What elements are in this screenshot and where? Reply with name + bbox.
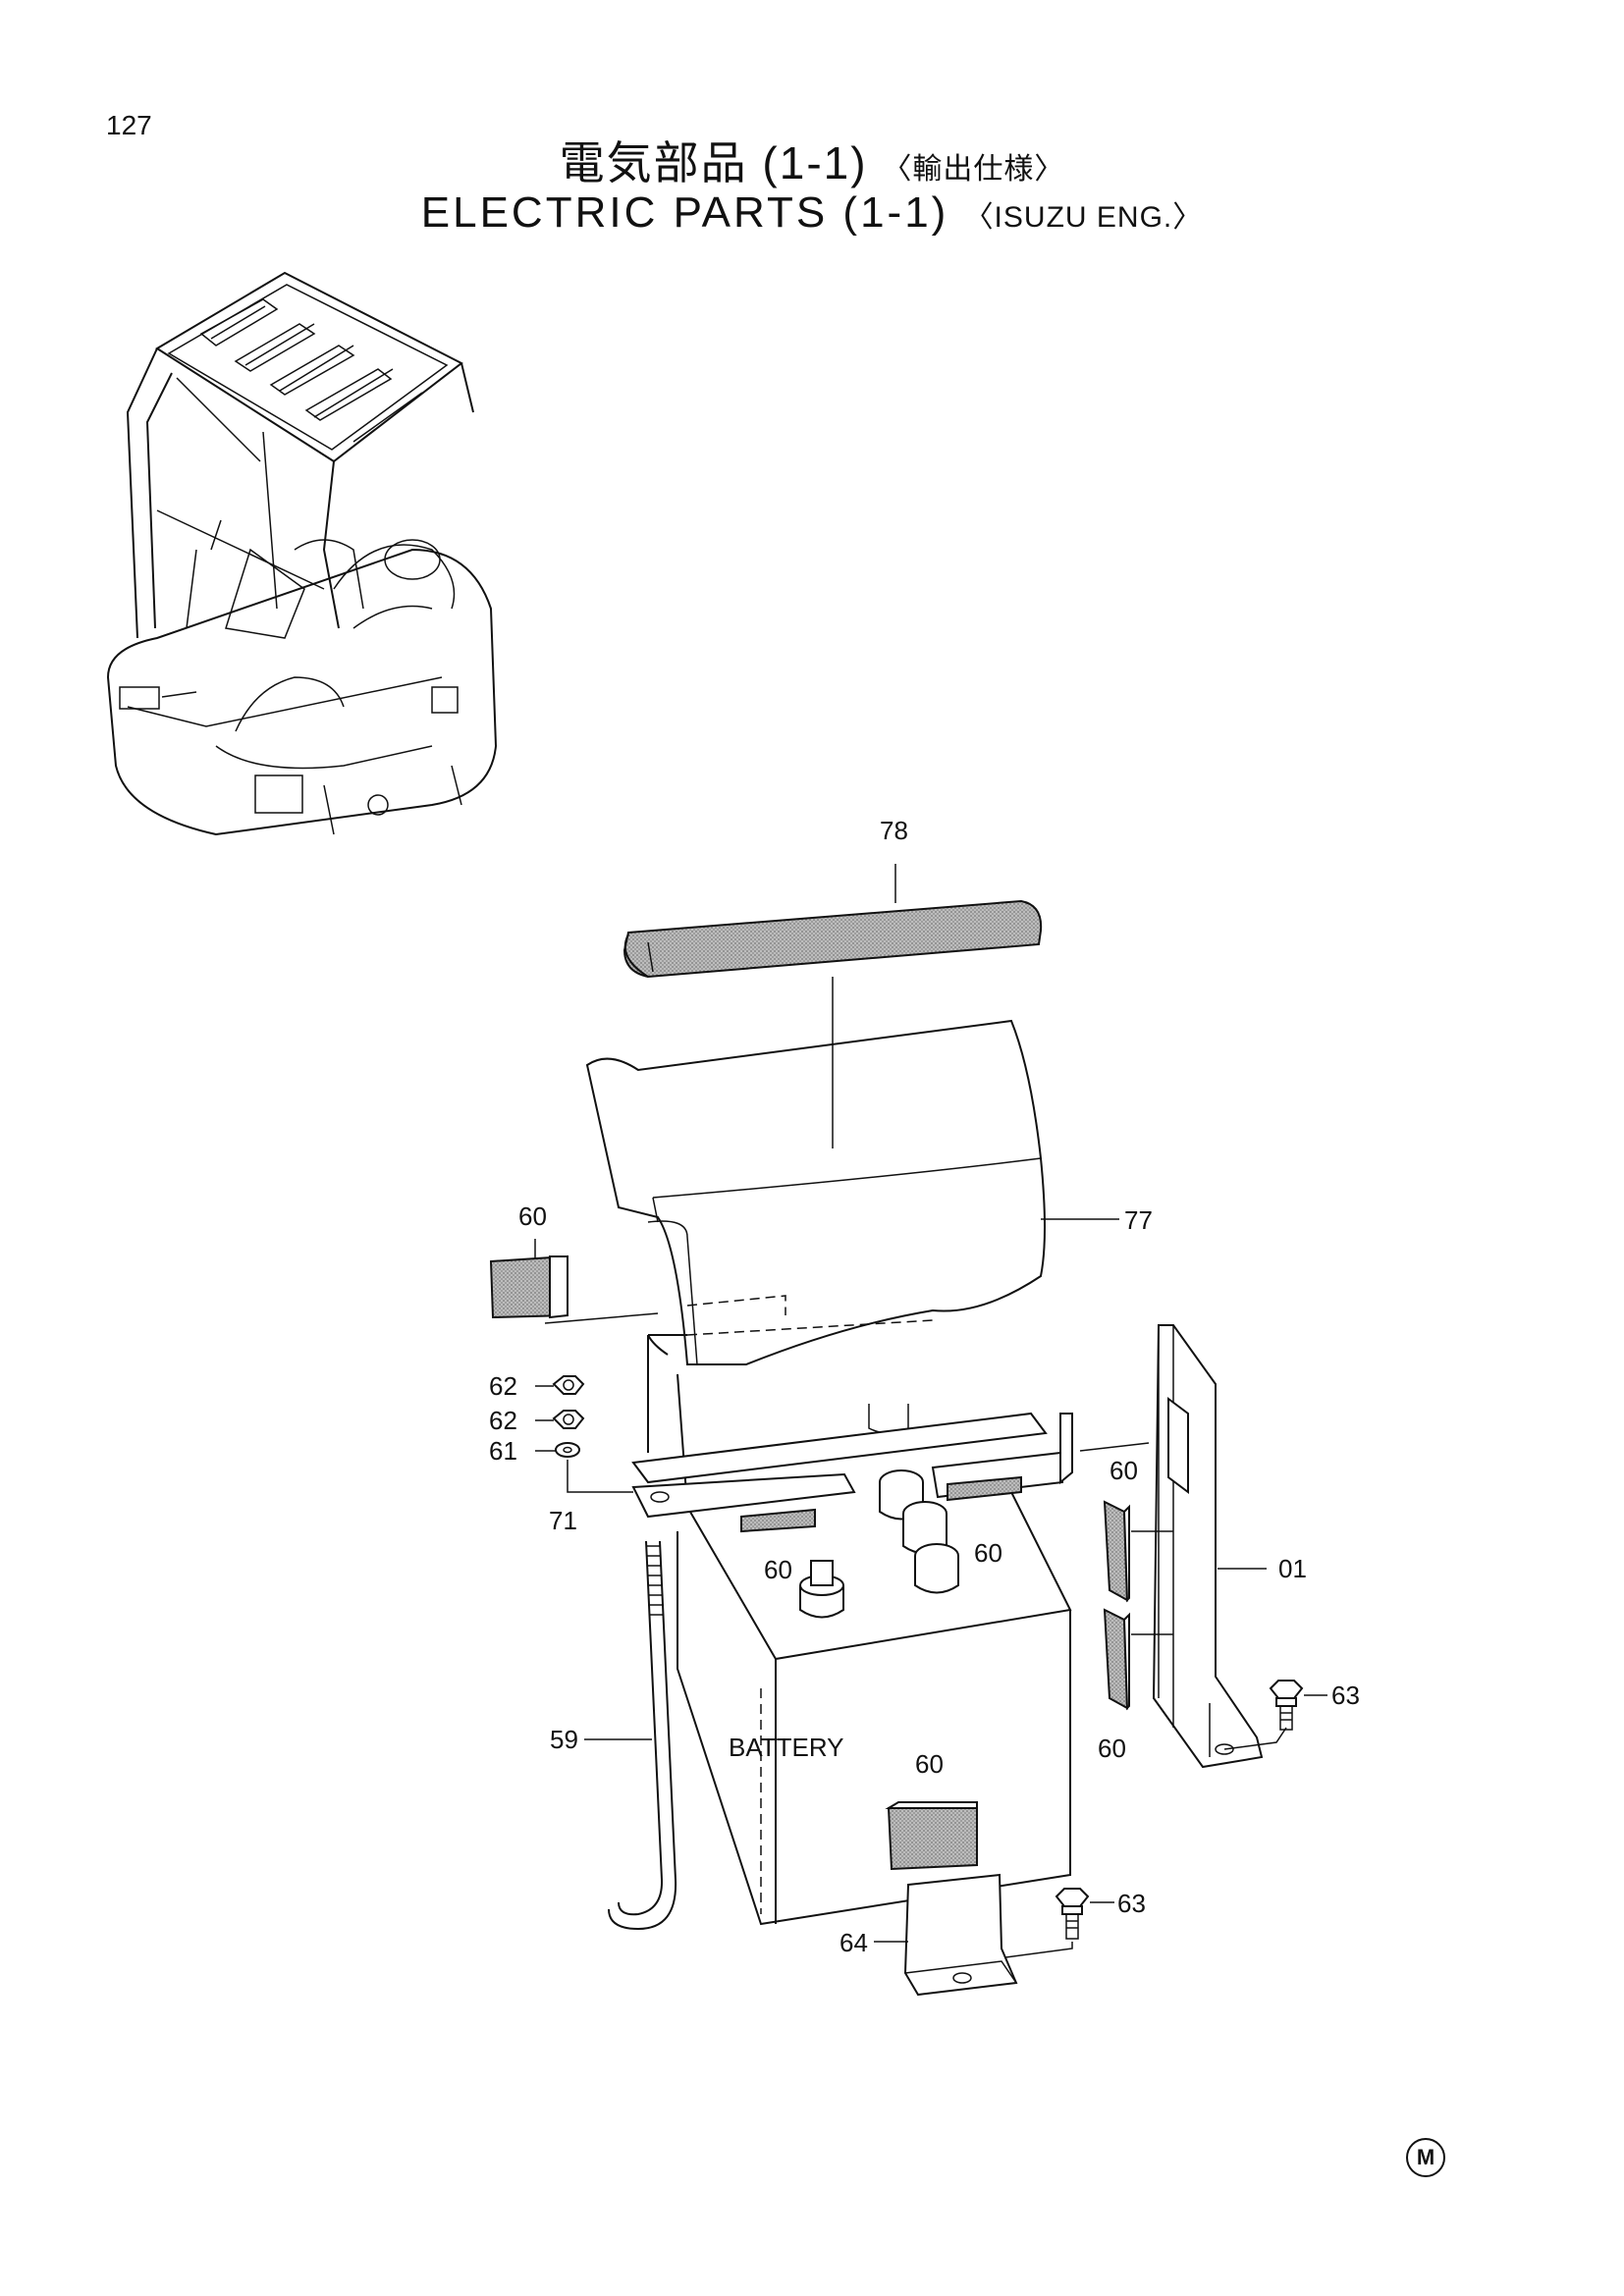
callout-60: 60 — [974, 1538, 1002, 1568]
callout-60: 60 — [518, 1201, 547, 1231]
battery-unit — [647, 1334, 1072, 1926]
callout-77: 77 — [1124, 1205, 1153, 1235]
callout-64: 64 — [839, 1928, 868, 1957]
manufacturer-mark: M — [1406, 2138, 1445, 2177]
part-63-bolt-lower — [961, 1888, 1114, 1964]
excavator-overview-illustration — [106, 271, 498, 836]
callout-59: 59 — [550, 1725, 578, 1754]
callout-labels: 78 77 60 62 62 61 71 60 60 60 01 63 60 5… — [489, 816, 1360, 1957]
parts-62-61-nuts-washer — [535, 1375, 633, 1493]
title-japanese: 電気部品 (1-1) 〈輸出仕様〉 — [0, 128, 1624, 192]
battery-label: BATTERY — [729, 1733, 844, 1762]
callout-62: 62 — [489, 1406, 517, 1435]
part-60-pad-front — [885, 1800, 978, 1871]
callout-78: 78 — [880, 816, 908, 845]
callout-60: 60 — [1110, 1456, 1138, 1485]
title-japanese-text: 電気部品 (1-1) — [559, 137, 868, 188]
page-number: 127 — [106, 110, 152, 140]
title-japanese-qualifier: 〈輸出仕様〉 — [882, 153, 1065, 186]
callout-01: 01 — [1278, 1554, 1307, 1583]
part-77-battery-cover — [585, 977, 1119, 1365]
callout-61: 61 — [489, 1436, 517, 1466]
title-english: ELECTRIC PARTS (1-1) 〈ISUZU ENG.〉 — [0, 188, 1624, 238]
part-64-front-bracket — [874, 1873, 1018, 1997]
callout-71: 71 — [549, 1506, 577, 1535]
title-english-qualifier: 〈ISUZU ENG.〉 — [963, 201, 1204, 234]
callout-60: 60 — [764, 1555, 792, 1584]
callout-63: 63 — [1331, 1681, 1360, 1710]
part-59-j-bolt — [584, 1540, 677, 1931]
part-60-pad-upper-left — [489, 1239, 659, 1324]
part-71-clamp-bar — [631, 1412, 1150, 1533]
part-01-bracket — [1103, 1324, 1287, 1769]
callout-62: 62 — [489, 1371, 517, 1401]
part-63-bolt-upper — [1269, 1680, 1327, 1731]
title-english-text: ELECTRIC PARTS (1-1) — [420, 188, 949, 237]
callout-60: 60 — [915, 1749, 944, 1779]
callout-60: 60 — [1098, 1734, 1126, 1763]
part-78-cover-strip — [623, 864, 1043, 979]
callout-63: 63 — [1117, 1889, 1146, 1918]
